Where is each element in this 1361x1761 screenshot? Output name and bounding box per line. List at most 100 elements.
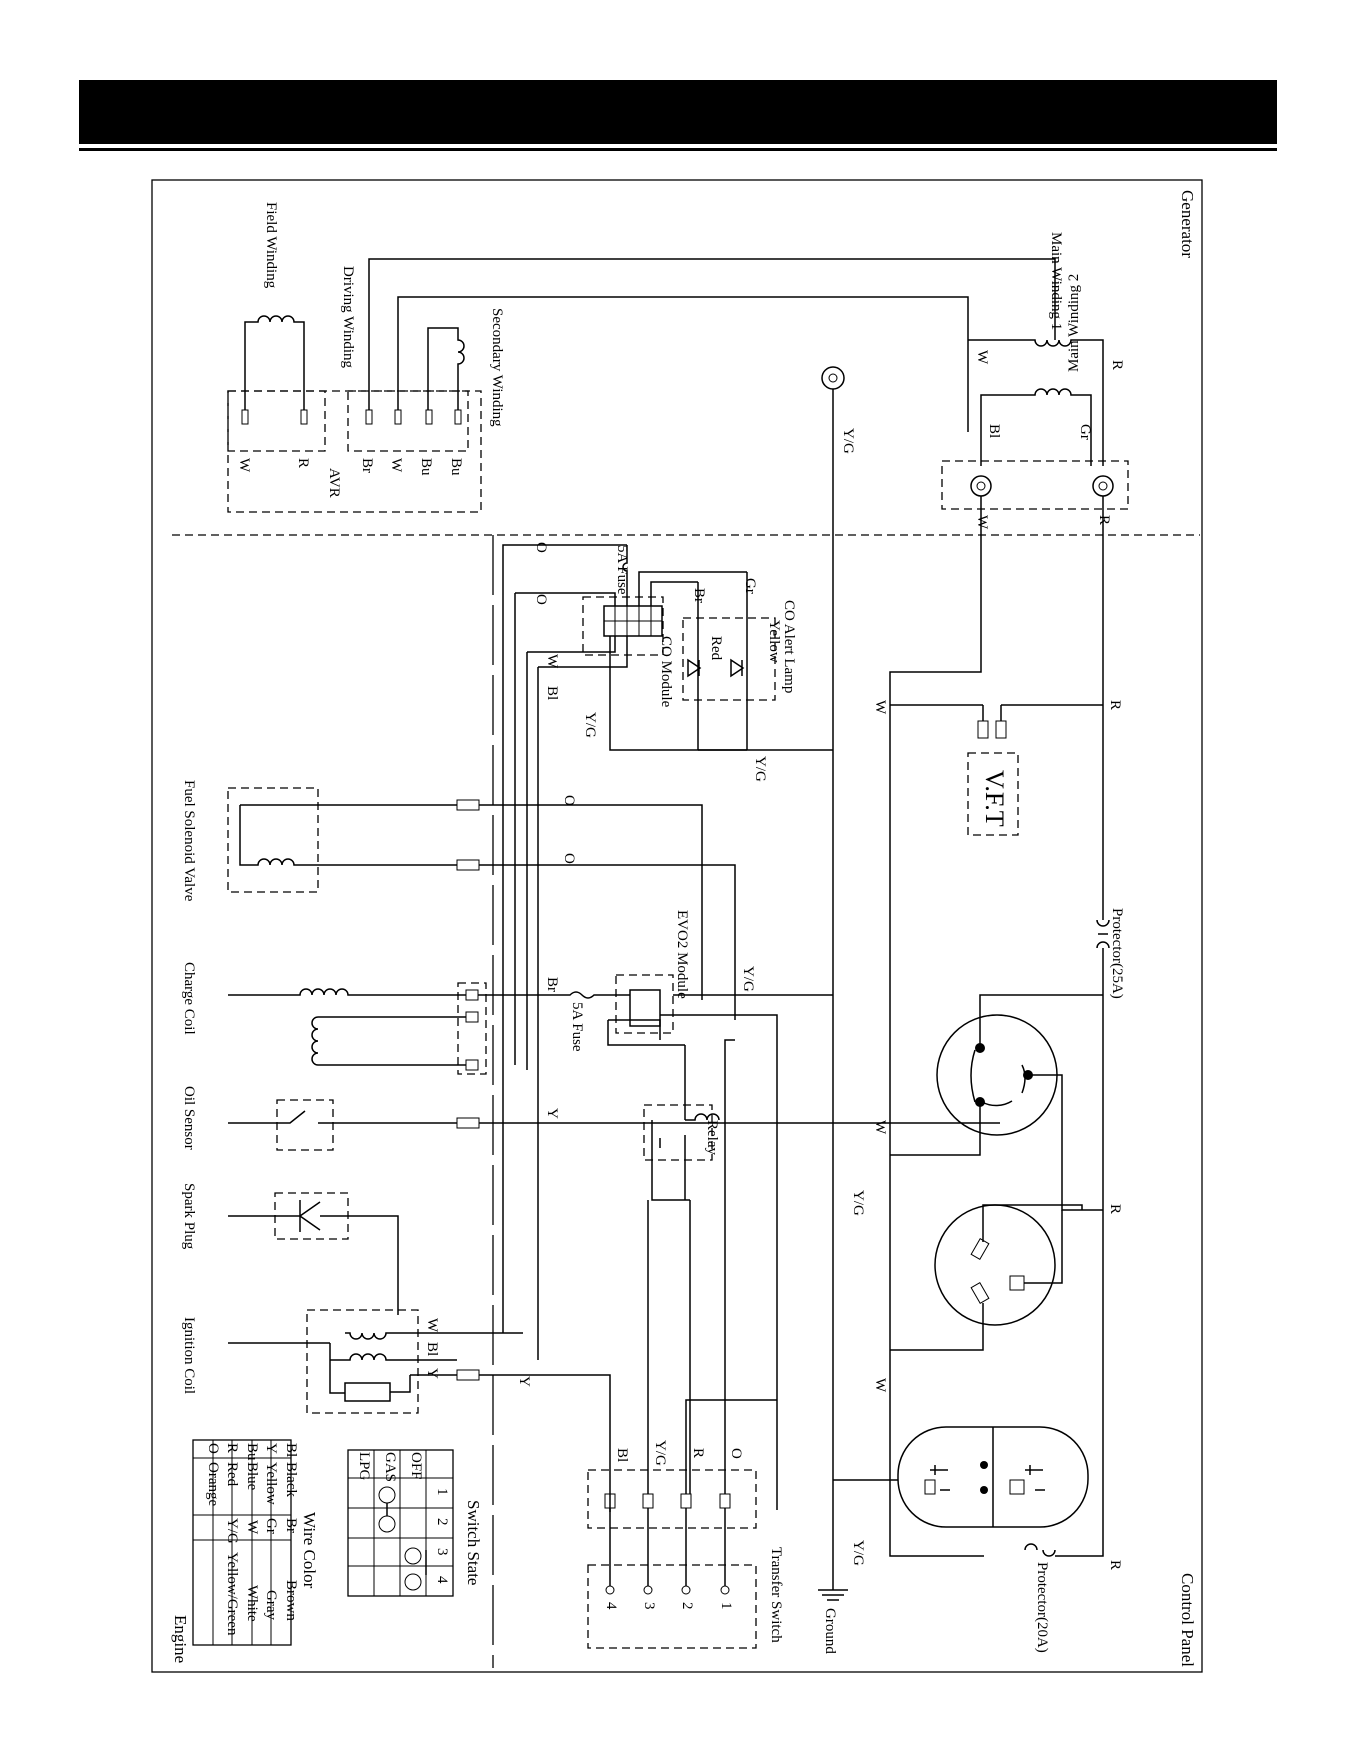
driving-winding-wire-1 xyxy=(368,258,1056,410)
generator-terminal-block xyxy=(941,460,1129,510)
wc-r2-c2: Yellow xyxy=(263,1462,279,1505)
driving-winding-label: Driving Winding xyxy=(340,266,356,369)
engine-section-label: Engine xyxy=(171,1615,190,1663)
field-winding-label: Field Winding xyxy=(263,202,279,289)
co-alert-lamp-label: CO Alert Lamp xyxy=(781,600,797,693)
evo2-module-box xyxy=(615,974,674,1034)
relay-coil xyxy=(651,1045,720,1201)
r-bus-wire xyxy=(1055,496,1104,1557)
wire-label-bl: Bl xyxy=(544,686,560,700)
wc-r2-c3: Gr xyxy=(263,1518,279,1534)
gen-term-label-2: W xyxy=(974,350,990,365)
wire-label-bl2: Bl xyxy=(424,1342,440,1356)
control-panel-section-label: Control Panel xyxy=(1178,1573,1197,1667)
wire-label-y3: Y xyxy=(516,1376,532,1387)
wc-r3-c1: Bu xyxy=(244,1443,260,1461)
vft-label: V.F.T xyxy=(980,770,1009,827)
wire-label-o1: O xyxy=(533,542,549,553)
fuse-5a-top-icon xyxy=(622,545,628,606)
cp-wire-label-5: W xyxy=(872,1378,888,1393)
header-rule xyxy=(79,148,1277,151)
wc-r1-c2: Black xyxy=(283,1462,299,1497)
secondary-winding-coil xyxy=(427,327,465,410)
fuel-solenoid-box xyxy=(227,787,319,893)
co-alert-lamp-box xyxy=(682,617,776,701)
wc-r4-c3: Y/G xyxy=(224,1518,240,1544)
co-module-box xyxy=(582,596,664,656)
field-winding-coil xyxy=(244,315,305,410)
wire-label-yg1: Y/G xyxy=(582,712,598,738)
avr-box xyxy=(227,390,482,513)
led-yellow-icon xyxy=(730,658,745,678)
avr-pin-4: W xyxy=(388,458,404,473)
wire-label-o3: O xyxy=(561,795,577,806)
avr-label: AVR xyxy=(326,468,342,498)
main-winding-1-label: Main Winding 1 xyxy=(1048,232,1064,330)
avr-pin-3: Br xyxy=(359,458,375,473)
transfer-pin-4: 4 xyxy=(603,1602,619,1610)
fuse-5a-charge-label: 5A Fuse xyxy=(569,1002,585,1052)
gen-term-label-4: Gr xyxy=(1077,424,1093,440)
co-lamp-red-label: Red xyxy=(708,636,724,661)
switch-state-row-gas: GAS xyxy=(382,1452,398,1482)
avr-pin-6: Bu xyxy=(448,458,464,476)
wc-r1-c4: Brown xyxy=(283,1580,299,1621)
wc-r4-c4: Yellow/Green xyxy=(224,1552,240,1636)
ground-lug-icon xyxy=(821,366,845,390)
co-wire-gr xyxy=(638,571,748,750)
relay-label: Relay xyxy=(704,1120,720,1155)
co-module-label: CO Module xyxy=(658,636,674,708)
wire-label-br: Br xyxy=(691,588,707,603)
wire-label-yg2: Y/G xyxy=(752,756,768,782)
switch-state-col-4: 4 xyxy=(434,1576,450,1584)
fuel-solenoid-coil xyxy=(239,804,457,866)
wire-label-y1: Y xyxy=(544,1108,560,1119)
secondary-winding-label: Secondary Winding xyxy=(489,308,505,427)
wire-label-y2: Y xyxy=(424,1368,440,1379)
generator-section-label: Generator xyxy=(1178,190,1197,258)
driving-winding-wire-2 xyxy=(397,296,969,410)
wc-r3-c4: White xyxy=(244,1585,260,1622)
generator-section xyxy=(227,258,1129,1565)
wire-label-o4: O xyxy=(561,853,577,864)
gen-term-label-6: R xyxy=(1096,515,1112,525)
wc-r2-c1: Y xyxy=(263,1443,279,1454)
wc-r4-c1: R xyxy=(224,1443,240,1453)
wire-label-w2: W xyxy=(424,1318,440,1333)
ignition-coil-icon xyxy=(228,1332,523,1394)
wire-color-table xyxy=(192,1439,292,1646)
transfer-pin-3: 3 xyxy=(641,1602,657,1610)
avr-field-connector xyxy=(227,390,326,452)
protector-25a-label: Protector(25A) xyxy=(1109,908,1125,999)
avr-pin-1: W xyxy=(236,458,252,473)
ignition-coil-label: Ignition Coil xyxy=(181,1317,197,1394)
cp-wire-label-6: R xyxy=(1107,1560,1123,1570)
relay-box xyxy=(643,1104,713,1161)
evo2-module-label: EVO2 Module xyxy=(674,910,690,999)
wc-r3-c3: W xyxy=(244,1520,260,1535)
engine-section xyxy=(227,544,1000,1649)
yg-label-2: Y/G xyxy=(850,1190,866,1216)
avr-pin-5: Bu xyxy=(418,458,434,476)
led-red-icon xyxy=(687,658,702,678)
wire-label-o2: O xyxy=(533,594,549,605)
wc-r3-c2: Blue xyxy=(244,1462,260,1491)
fuel-solenoid-label: Fuel Solenoid Valve xyxy=(181,780,197,902)
transfer-wire-2: R xyxy=(690,1448,706,1458)
fuse-5a-top-label: 5A Fuse xyxy=(614,545,630,595)
ignition-coil-box xyxy=(306,1309,419,1414)
header-bar xyxy=(79,80,1277,144)
wc-r1-c1: Bl xyxy=(283,1443,299,1457)
yg-label-1: Y/G xyxy=(840,428,856,454)
protector-25a-icon xyxy=(1096,919,1110,949)
transfer-pin-2: 2 xyxy=(679,1602,695,1610)
gen-term-label-1: R xyxy=(1109,360,1125,370)
charge-coil-label: Charge Coil xyxy=(181,962,197,1035)
fuse-5a-charge xyxy=(478,991,630,999)
ground-icon xyxy=(818,1565,848,1601)
protector-20a-icon xyxy=(1024,1543,1056,1557)
avr-winding-connector xyxy=(347,390,469,452)
transfer-pin-1: 1 xyxy=(718,1602,734,1610)
avr-pin-2: R xyxy=(295,458,311,468)
